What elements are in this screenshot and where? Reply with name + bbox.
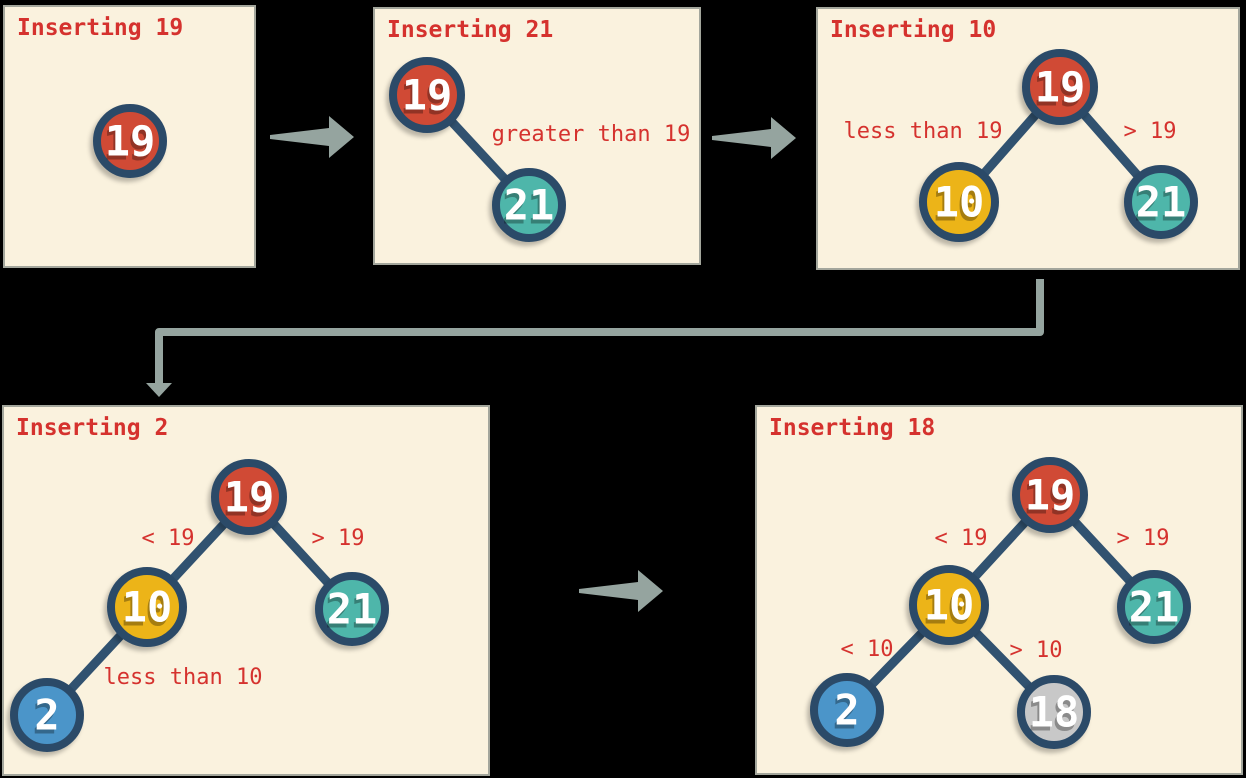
node-value-shadow: 18 bbox=[1027, 692, 1078, 741]
edge-condition-label: < 19 bbox=[142, 526, 195, 551]
node-value: 2 bbox=[34, 691, 59, 740]
node-value: 19 bbox=[1035, 63, 1086, 112]
node-value: 18 bbox=[1029, 688, 1080, 737]
panel-title: Inserting 18 bbox=[769, 415, 936, 441]
edge-condition-label: > 19 bbox=[1117, 526, 1170, 551]
edge-condition-label: less than 10 bbox=[104, 665, 263, 690]
node-value-shadow: 19 bbox=[1023, 475, 1074, 524]
tree-node-circle bbox=[1117, 570, 1191, 644]
node-value: 21 bbox=[504, 181, 555, 230]
node-value-shadow: 2 bbox=[32, 695, 57, 744]
tree-node-circle bbox=[810, 673, 884, 747]
node-value: 21 bbox=[1129, 583, 1180, 632]
edge-condition-label: < 19 bbox=[935, 526, 988, 551]
panel-title: Inserting 2 bbox=[16, 415, 169, 441]
edge-condition-label: less than 19 bbox=[844, 119, 1003, 144]
edge-condition-label: > 19 bbox=[312, 526, 365, 551]
elbow-connector-line bbox=[155, 279, 1044, 385]
node-value: 10 bbox=[924, 581, 975, 630]
node-value: 21 bbox=[1136, 178, 1187, 227]
tree-node-circle bbox=[1017, 675, 1091, 749]
node-value-shadow: 21 bbox=[502, 185, 553, 234]
tree-node-circle bbox=[315, 572, 389, 646]
tree-node-circle bbox=[909, 565, 989, 645]
panel-title: Inserting 19 bbox=[17, 15, 184, 41]
tree-node-2: 22 bbox=[10, 678, 84, 752]
arrow-shape bbox=[270, 116, 354, 158]
edge-condition-label: < 10 bbox=[841, 637, 894, 662]
elbow-arrowhead-icon bbox=[146, 383, 172, 397]
tree-node-circle bbox=[389, 57, 465, 133]
tree-node-circle bbox=[10, 678, 84, 752]
tree-node-circle bbox=[107, 567, 187, 647]
tree-node-circle bbox=[1012, 457, 1088, 533]
node-value: 10 bbox=[934, 178, 985, 227]
node-value-shadow: 19 bbox=[1033, 67, 1084, 116]
flow-arrow-step4-step5-icon bbox=[579, 570, 663, 612]
edge-condition-label: greater than 19 bbox=[492, 122, 691, 147]
edge-condition-label: > 10 bbox=[1010, 638, 1063, 663]
flow-arrow-step1-step2-icon bbox=[270, 116, 354, 158]
node-value: 19 bbox=[402, 71, 453, 120]
node-value-shadow: 10 bbox=[922, 585, 973, 634]
panel-title: Inserting 10 bbox=[830, 17, 997, 43]
node-value-shadow: 10 bbox=[932, 182, 983, 231]
arrow-shape bbox=[712, 117, 796, 159]
tree-node-2: 22 bbox=[810, 673, 884, 747]
panel-title: Inserting 21 bbox=[387, 17, 554, 43]
node-value: 19 bbox=[224, 473, 275, 522]
flow-arrow-step2-step3-icon bbox=[712, 117, 796, 159]
tree-node-circle bbox=[1124, 165, 1198, 239]
node-value: 19 bbox=[1025, 471, 1076, 520]
tree-node-circle bbox=[93, 104, 167, 178]
edge-condition-label: > 19 bbox=[1124, 119, 1177, 144]
node-value-shadow: 21 bbox=[1134, 182, 1185, 231]
node-value-shadow: 2 bbox=[832, 690, 857, 739]
tree-node-circle bbox=[492, 168, 566, 242]
tree-node-circle bbox=[919, 162, 999, 242]
node-value-shadow: 19 bbox=[400, 75, 451, 124]
arrow-shape bbox=[579, 570, 663, 612]
node-value: 19 bbox=[105, 117, 156, 166]
node-value: 10 bbox=[122, 583, 173, 632]
node-value-shadow: 21 bbox=[1127, 587, 1178, 636]
node-value-shadow: 21 bbox=[325, 589, 376, 638]
tree-node-circle bbox=[211, 459, 287, 535]
node-value: 2 bbox=[834, 686, 859, 735]
node-value-shadow: 10 bbox=[120, 587, 171, 636]
tree-node-circle bbox=[1022, 49, 1098, 125]
node-value-shadow: 19 bbox=[103, 121, 154, 170]
node-value-shadow: 19 bbox=[222, 477, 273, 526]
node-value: 21 bbox=[327, 585, 378, 634]
